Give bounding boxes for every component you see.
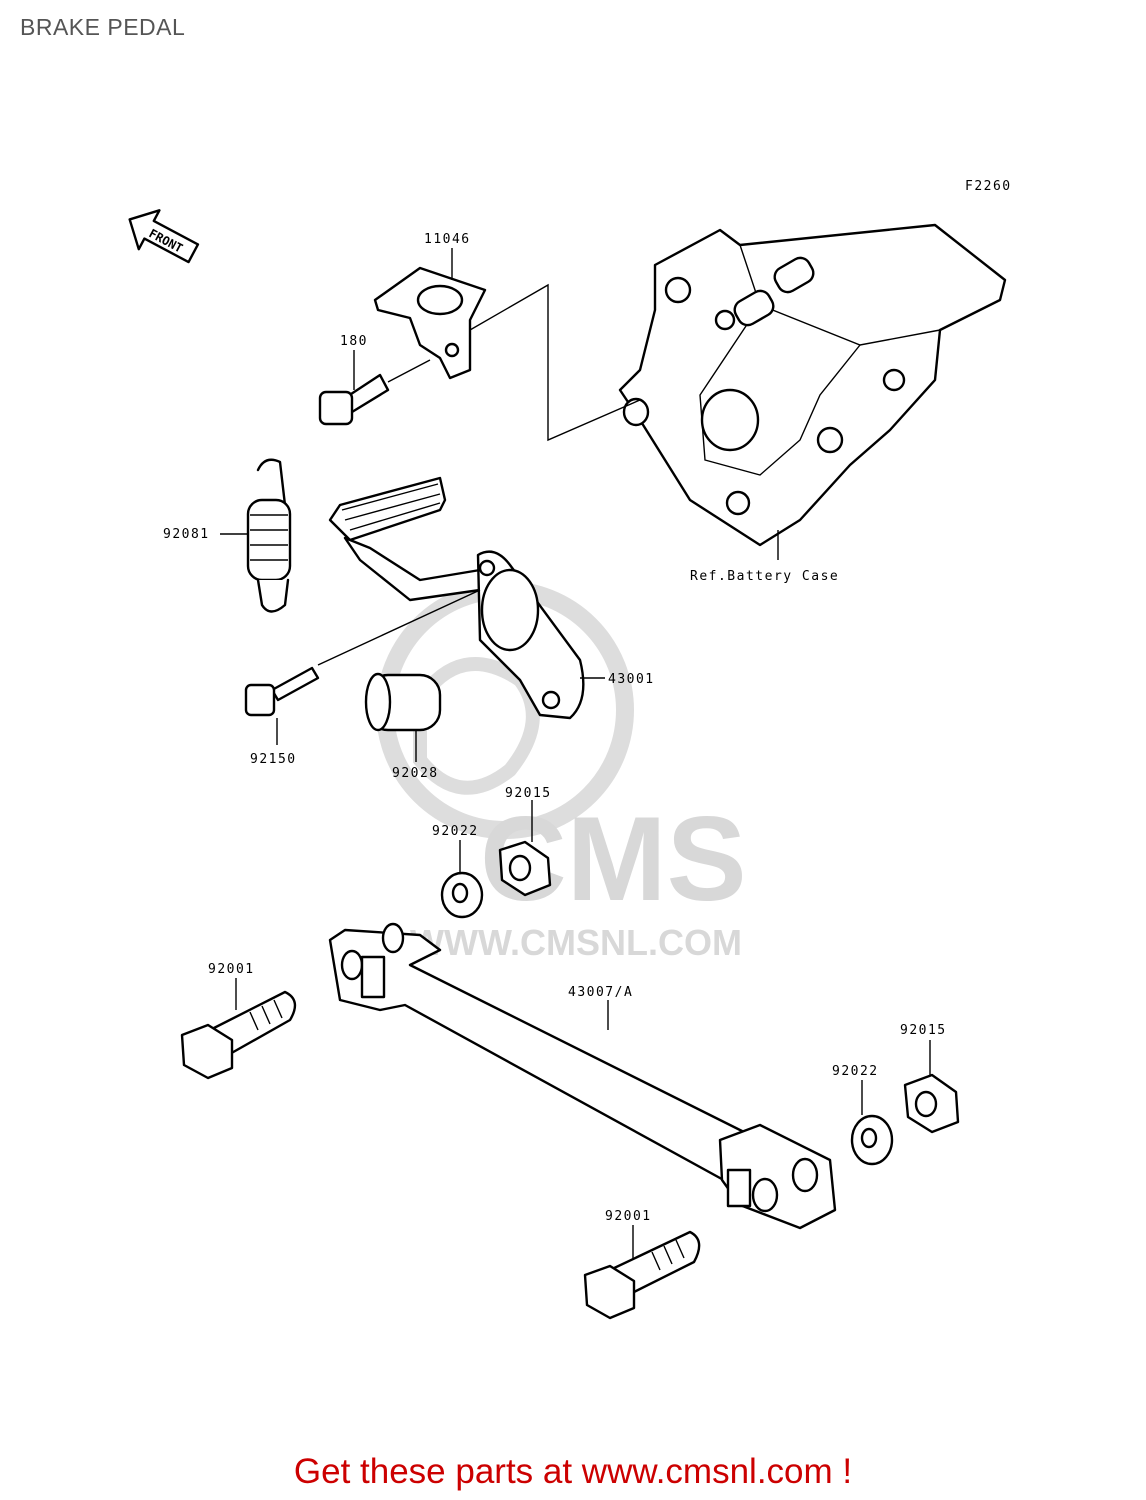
footer-link[interactable]: Get these parts at www.cmsnl.com ! xyxy=(293,1452,853,1491)
part-11046-clip xyxy=(373,266,487,380)
label-43001: 43001 xyxy=(608,672,655,687)
part-92028-collar xyxy=(364,672,442,732)
part-92150-bolt xyxy=(244,589,481,717)
part-92081-spring xyxy=(246,458,292,613)
part-92015-nut-top xyxy=(498,840,552,897)
label-92022-top: 92022 xyxy=(432,824,479,839)
label-92150: 92150 xyxy=(250,752,297,767)
label-180: 180 xyxy=(340,334,368,349)
part-92001-bolt-bottom xyxy=(583,1230,701,1320)
label-92022-right: 92022 xyxy=(832,1064,879,1079)
part-43001-brake-pedal xyxy=(328,476,585,720)
part-43007a-rod xyxy=(328,922,837,1230)
front-arrow-icon: FRONT xyxy=(128,209,200,264)
label-92001-bottom: 92001 xyxy=(605,1209,652,1224)
label-11046: 11046 xyxy=(424,232,471,247)
watermark-url: WWW.CMSNL.COM xyxy=(410,922,742,963)
figure-code: F2260 xyxy=(965,179,1012,194)
label-92001-left: 92001 xyxy=(208,962,255,977)
label-43007a: 43007/A xyxy=(568,985,633,1000)
part-92022-washer-right xyxy=(850,1114,894,1166)
label-92028: 92028 xyxy=(392,766,439,781)
battery-case-bracket xyxy=(618,223,1007,547)
label-92015-top: 92015 xyxy=(505,786,552,801)
page-title: BRAKE PEDAL xyxy=(20,14,186,40)
part-180-bolt xyxy=(318,359,431,426)
part-92022-washer-top xyxy=(440,871,484,919)
part-92015-nut-right xyxy=(903,1073,960,1134)
label-92015-right: 92015 xyxy=(900,1023,947,1038)
part-92001-bolt-left xyxy=(180,990,297,1080)
label-92081: 92081 xyxy=(163,527,210,542)
ref-battery-case-label: Ref.Battery Case xyxy=(690,569,839,584)
